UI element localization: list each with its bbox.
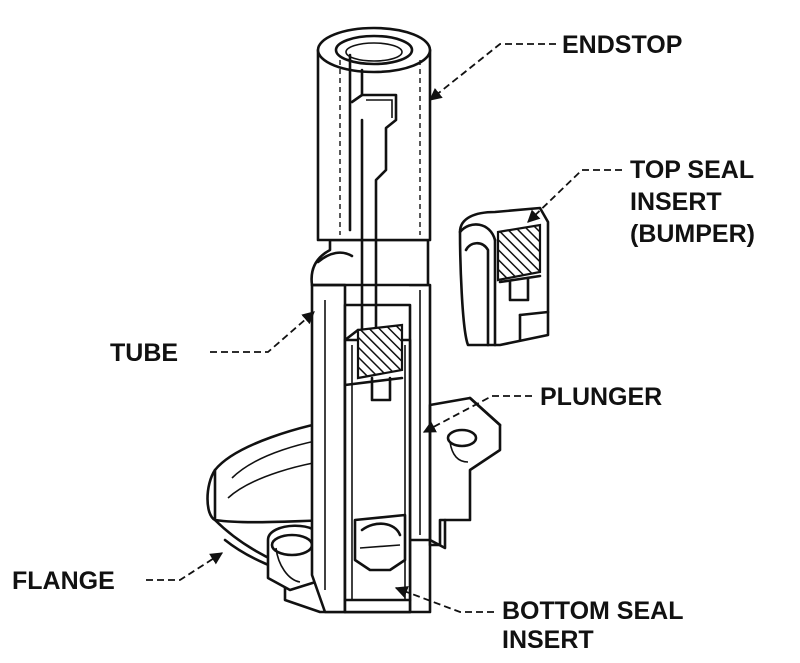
plunger-label: PLUNGER [540,383,662,411]
bottom-seal-leader [394,586,494,613]
plunger-leader [422,395,532,433]
top-seal-label-line-3: (BUMPER) [630,220,755,248]
endstop-label: ENDSTOP [562,31,682,59]
tube-label: TUBE [110,339,178,367]
top-seal-leader [527,169,622,223]
flange-label: FLANGE [12,567,115,595]
bottom-seal-insert-part [343,513,412,602]
leader-lines [146,43,622,613]
bottom-seal-label-line-1: BOTTOM SEAL [502,597,683,625]
tube-leader [210,311,315,353]
endstop-leader [429,43,556,101]
endstop-part [316,26,432,242]
top-seal-insert-part [458,206,550,347]
bottom-seal-label-line-2: INSERT [502,626,594,654]
top-seal-label-line-2: INSERT [630,188,722,216]
flange-leader [146,552,224,581]
top-seal-label-line-1: TOP SEAL [630,156,754,184]
